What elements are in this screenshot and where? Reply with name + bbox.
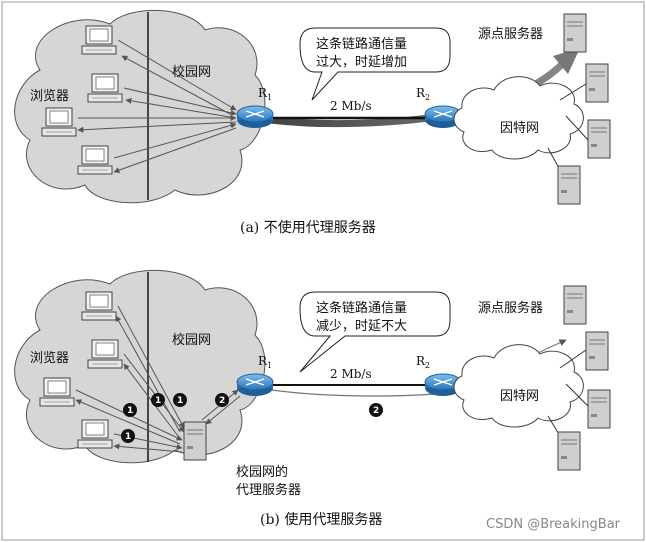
top-server-3 bbox=[587, 119, 611, 159]
bottom-diagram: 校园网的 代理服务器 1 1 1 1 2 2 校园网 浏览器 R1 R2 2 M… bbox=[14, 269, 611, 528]
bottom-link-speed: 2 Mb/s bbox=[330, 367, 372, 381]
top-router1-label: R1 bbox=[258, 86, 272, 102]
top-link-speed: 2 Mb/s bbox=[330, 99, 372, 113]
top-callout-line1: 这条链路通信量 bbox=[316, 36, 407, 52]
bottom-router2-label: R2 bbox=[416, 354, 430, 370]
bottom-server-3 bbox=[587, 389, 611, 429]
bottom-callout bbox=[299, 291, 451, 373]
top-campus-cloud bbox=[14, 9, 266, 204]
bottom-callout-line2: 减少，时延不大 bbox=[316, 319, 407, 334]
bottom-proxy-label-line1: 校园网的 bbox=[236, 464, 288, 480]
bottom-pc-3 bbox=[39, 377, 75, 407]
bottom-internet-label: 因特网 bbox=[500, 389, 539, 404]
top-router2-label: R2 bbox=[416, 86, 430, 102]
bottom-origin-server-label: 源点服务器 bbox=[478, 300, 543, 316]
bottom-callout-line1: 这条链路通信量 bbox=[316, 300, 407, 316]
top-origin-server bbox=[563, 13, 587, 53]
bottom-step-markers: 1 1 1 1 2 2 bbox=[121, 393, 383, 443]
bottom-campus-cloud bbox=[14, 269, 266, 464]
top-callout-line2: 过大，时延增加 bbox=[316, 55, 407, 70]
bottom-proxy-label-line2: 代理服务器 bbox=[236, 482, 301, 498]
svg-text:2: 2 bbox=[219, 396, 225, 406]
bottom-server-4 bbox=[557, 431, 581, 471]
bottom-pc-4 bbox=[77, 419, 113, 449]
top-internet-label: 因特网 bbox=[500, 121, 539, 136]
top-heavy-traffic-arrowhead bbox=[553, 48, 580, 74]
top-pc-4 bbox=[77, 145, 113, 175]
top-pc-2 bbox=[87, 73, 123, 103]
bottom-caption: (b) 使用代理服务器 bbox=[260, 511, 382, 528]
bottom-internet-cloud bbox=[453, 344, 584, 428]
svg-text:1: 1 bbox=[127, 406, 133, 416]
svg-text:1: 1 bbox=[125, 432, 131, 442]
top-pc-1 bbox=[81, 25, 117, 55]
bottom-server-2 bbox=[585, 331, 609, 371]
top-server-4 bbox=[557, 165, 581, 205]
svg-text:2: 2 bbox=[373, 406, 379, 416]
bottom-pc-1 bbox=[81, 291, 117, 321]
top-browser-arrows bbox=[77, 39, 237, 173]
bottom-browser-label: 浏览器 bbox=[30, 350, 69, 366]
bottom-proxy-server bbox=[183, 421, 207, 461]
top-internet-cloud bbox=[453, 76, 584, 160]
bottom-router1-label: R1 bbox=[258, 354, 272, 370]
bottom-origin-server bbox=[563, 285, 587, 325]
bottom-router-r1 bbox=[236, 373, 274, 397]
top-server-2 bbox=[585, 63, 609, 103]
top-caption: (a) 不使用代理服务器 bbox=[240, 219, 376, 236]
top-callout bbox=[299, 27, 451, 101]
top-pc-3 bbox=[41, 107, 77, 137]
top-origin-server-label: 源点服务器 bbox=[478, 26, 543, 42]
bottom-pc-2 bbox=[87, 339, 123, 369]
watermark: CSDN @BreakingBar bbox=[486, 517, 621, 532]
svg-text:1: 1 bbox=[177, 396, 183, 406]
top-campus-label: 校园网 bbox=[172, 64, 211, 80]
top-diagram: 校园网 浏览器 R1 R2 2 Mb/s 这条链路通信量 过大，时延增加 因特网… bbox=[14, 9, 611, 236]
bottom-campus-label: 校园网 bbox=[172, 332, 211, 348]
svg-text:1: 1 bbox=[155, 396, 161, 406]
top-router-r1 bbox=[236, 105, 274, 129]
top-browser-label: 浏览器 bbox=[30, 88, 69, 104]
